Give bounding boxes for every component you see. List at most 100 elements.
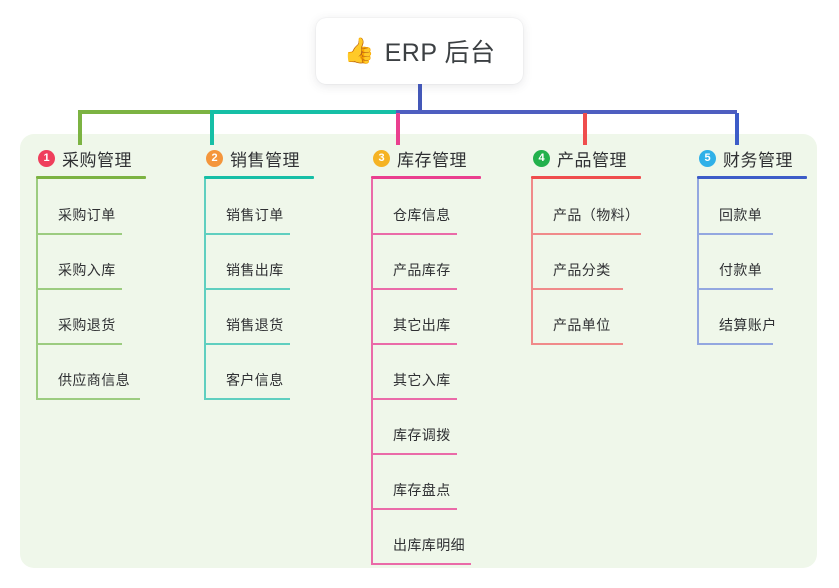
leaf-label: 采购退货 [58,317,116,333]
branch-leaf-item[interactable]: 采购入库 [36,234,146,290]
leaf-underline [371,508,457,510]
leaf-label: 产品分类 [553,262,611,278]
branch-spine [531,179,533,344]
leaf-underline [371,398,457,400]
leaf-label: 供应商信息 [58,372,130,388]
leaf-label: 库存盘点 [393,482,451,498]
leaf-label: 产品库存 [393,262,451,278]
leaf-underline [697,288,773,290]
branch-header-1[interactable]: 1 采购管理 [36,146,146,170]
leaf-label: 销售出库 [226,262,284,278]
connector-segment-2 [210,110,396,114]
leaf-label: 回款单 [719,207,763,223]
leaf-underline [36,398,140,400]
leaf-label: 其它出库 [393,317,451,333]
leaf-underline [371,563,471,565]
leaf-label: 仓库信息 [393,207,451,223]
leaf-label: 库存调拨 [393,427,451,443]
leaf-underline [204,288,290,290]
root-connector-stem [418,84,422,113]
branch-leaf-item[interactable]: 销售订单 [204,179,314,235]
leaf-label: 采购订单 [58,207,116,223]
leaf-label: 客户信息 [226,372,284,388]
branch-leaf-item[interactable]: 仓库信息 [371,179,481,235]
branch-leaf-item[interactable]: 其它入库 [371,344,481,400]
branch-underline [36,176,146,179]
branch-column-5: 5 财务管理回款单付款单结算账户 [697,146,807,345]
branch-spine [697,179,699,344]
branch-leaf-item[interactable]: 产品分类 [531,234,641,290]
branch-underline [697,176,807,179]
root-node-erp-backend[interactable]: 👍 ERP 后台 [316,18,523,84]
leaf-label: 销售订单 [226,207,284,223]
leaf-label: 采购入库 [58,262,116,278]
branch-number-badge: 5 [699,149,716,167]
connector-segment-1 [78,110,210,114]
drop-connector-3 [396,113,400,145]
root-node-title: ERP 后台 [384,39,496,67]
leaf-underline [371,343,457,345]
branch-leaf-item[interactable]: 其它出库 [371,289,481,345]
branch-leaf-item[interactable]: 采购退货 [36,289,146,345]
branch-leaf-item[interactable]: 结算账户 [697,289,807,345]
branch-underline [371,176,481,179]
leaf-underline [36,233,122,235]
branch-items-1: 采购订单采购入库采购退货供应商信息 [36,179,146,400]
branch-title: 采购管理 [62,150,132,170]
leaf-underline [697,233,773,235]
drop-connector-1 [78,113,82,145]
leaf-label: 产品（物料） [553,207,640,223]
drop-connector-5 [735,113,739,145]
branch-leaf-item[interactable]: 回款单 [697,179,807,235]
connector-segment-3 [396,110,737,114]
diagram-background-panel [20,134,817,568]
branch-title: 财务管理 [723,150,793,170]
branch-leaf-item[interactable]: 产品（物料） [531,179,641,235]
leaf-label: 结算账户 [719,317,777,333]
branch-leaf-item[interactable]: 销售出库 [204,234,314,290]
leaf-underline [371,288,457,290]
leaf-underline [531,233,641,235]
branch-header-5[interactable]: 5 财务管理 [697,146,807,170]
branch-items-5: 回款单付款单结算账户 [697,179,807,345]
leaf-label: 其它入库 [393,372,451,388]
branch-leaf-item[interactable]: 产品库存 [371,234,481,290]
branch-leaf-item[interactable]: 采购订单 [36,179,146,235]
branch-leaf-item[interactable]: 库存盘点 [371,454,481,510]
drop-connector-2 [210,113,214,145]
leaf-underline [371,453,457,455]
branch-number-badge: 4 [533,149,550,167]
branch-number-badge: 1 [38,149,55,167]
leaf-underline [204,398,290,400]
leaf-underline [204,343,290,345]
branch-number-badge: 3 [373,149,390,167]
leaf-underline [36,288,122,290]
branch-leaf-item[interactable]: 销售退货 [204,289,314,345]
branch-items-3: 仓库信息产品库存其它出库其它入库库存调拨库存盘点出库库明细 [371,179,481,565]
leaf-underline [371,233,457,235]
branch-leaf-item[interactable]: 供应商信息 [36,344,146,400]
leaf-underline [204,233,290,235]
branch-header-4[interactable]: 4 产品管理 [531,146,641,170]
branch-leaf-item[interactable]: 库存调拨 [371,399,481,455]
drop-connector-4 [583,113,587,145]
branch-leaf-item[interactable]: 出库库明细 [371,509,481,565]
leaf-underline [531,343,623,345]
branch-leaf-item[interactable]: 客户信息 [204,344,314,400]
branch-leaf-item[interactable]: 付款单 [697,234,807,290]
leaf-label: 付款单 [719,262,763,278]
leaf-label: 出库库明细 [393,537,465,553]
branch-leaf-item[interactable]: 产品单位 [531,289,641,345]
thumbs-up-icon: 👍 [343,36,375,65]
branch-items-2: 销售订单销售出库销售退货客户信息 [204,179,314,400]
branch-spine [371,179,373,564]
leaf-underline [531,288,623,290]
branch-column-1: 1 采购管理采购订单采购入库采购退货供应商信息 [36,146,146,400]
branch-title: 销售管理 [230,150,300,170]
branch-title: 产品管理 [557,150,627,170]
